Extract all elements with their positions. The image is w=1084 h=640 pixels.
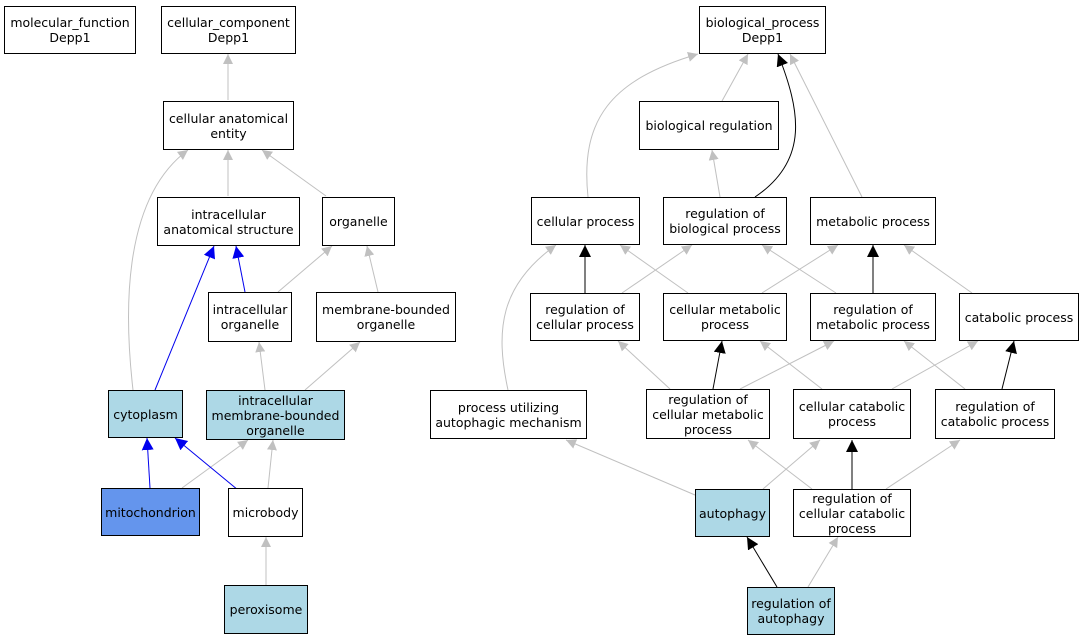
edge-mito-to-cytoplasm [141, 437, 154, 489]
node-process-utilizing-autophagic-mechanism[interactable]: process utilizing autophagic mechanism [430, 390, 587, 439]
edge-rmp-to-rbp [761, 244, 837, 294]
node-regulation-of-autophagy[interactable]: regulation of autophagy [747, 587, 835, 635]
node-regulation-of-biological-process[interactable]: regulation of biological process [663, 197, 787, 245]
node-regulation-of-metabolic-process[interactable]: regulation of metabolic process [810, 293, 936, 341]
node-cellular-metabolic-process[interactable]: cellular metabolic process [663, 293, 787, 341]
node-cellular-component[interactable]: cellular_component Depp1 [161, 6, 296, 54]
edge-microbody-to-cytoplasm [174, 437, 239, 491]
edge-ccp-to-cmp [759, 340, 823, 390]
edge-cytoplasm-to-cae [128, 149, 189, 391]
edge-autophagy-to-puam [565, 439, 696, 496]
node-membrane-bounded-organelle[interactable]: membrane-bounded organelle [316, 292, 456, 342]
edge-rcmp-to-cmp [712, 340, 726, 390]
edge-ra-to-rccp [807, 536, 839, 588]
node-biological-process[interactable]: biological_process Depp1 [699, 6, 826, 54]
node-intracellular-membrane-bounded-organelle[interactable]: intracellular membrane-bounded organelle [206, 390, 345, 440]
edge-ra-to-autophagy [746, 536, 778, 588]
node-organelle[interactable]: organelle [322, 197, 395, 246]
edge-imbo-to-io [255, 341, 266, 391]
edge-rcmp-to-rcp [617, 340, 671, 390]
edge-mp-to-bp [789, 53, 863, 198]
edge-rcmp-to-rmp [739, 340, 835, 390]
node-cytoplasm[interactable]: cytoplasm [108, 390, 183, 438]
edge-rccp-to-rcatp [885, 439, 961, 490]
node-mitochondrion[interactable]: mitochondrion [101, 488, 200, 536]
node-intracellular-anatomical-structure[interactable]: intracellular anatomical structure [157, 197, 300, 246]
node-regulation-of-cellular-metabolic-process[interactable]: regulation of cellular metabolic process [646, 389, 770, 439]
edge-organelle-to-cae [261, 149, 327, 197]
node-microbody[interactable]: microbody [228, 488, 303, 537]
edge-rbp-to-bp [754, 53, 797, 198]
edge-rcp-to-rbp [621, 244, 693, 294]
edge-rccp-to-rcmp [747, 439, 813, 490]
node-autophagy[interactable]: autophagy [695, 489, 770, 537]
edge-autophagy-to-ccp [762, 439, 821, 490]
edge-rcatp-to-rmp [903, 340, 966, 390]
node-regulation-of-cellular-catabolic-process[interactable]: regulation of cellular catabolic process [793, 489, 911, 537]
edge-mito-to-imbo [181, 439, 249, 489]
node-peroxisome[interactable]: peroxisome [224, 585, 308, 634]
edge-cmp-to-mp [761, 244, 839, 294]
edge-cp-to-bp [586, 52, 699, 198]
edge-br-to-bp [721, 53, 749, 102]
edge-catp-to-mp [903, 244, 973, 294]
edge-io-to-ias [232, 245, 246, 293]
edge-microbody-to-imbo [266, 439, 277, 489]
edge-io-to-organelle [277, 245, 333, 293]
node-intracellular-organelle[interactable]: intracellular organelle [208, 292, 292, 342]
edge-mbo-to-organelle [364, 245, 379, 293]
node-metabolic-process[interactable]: metabolic process [810, 197, 936, 245]
edge-puam-to-cp [501, 244, 557, 391]
node-cellular-catabolic-process[interactable]: cellular catabolic process [793, 389, 911, 439]
node-regulation-of-cellular-process[interactable]: regulation of cellular process [530, 293, 640, 341]
edge-cmp-to-cp [619, 244, 689, 294]
edge-rbp-to-br [708, 149, 721, 198]
edge-cytoplasm-to-ias [154, 245, 216, 391]
edge-rcatp-to-catp [1001, 340, 1017, 390]
node-catabolic-process[interactable]: catabolic process [959, 293, 1079, 341]
node-regulation-of-catabolic-process[interactable]: regulation of catabolic process [935, 389, 1055, 439]
node-cellular-process[interactable]: cellular process [531, 197, 640, 245]
node-molecular-function[interactable]: molecular_function Depp1 [4, 6, 136, 54]
node-biological-regulation[interactable]: biological regulation [639, 101, 779, 150]
edge-imbo-to-mbo [304, 341, 361, 391]
node-cellular-anatomical-entity[interactable]: cellular anatomical entity [163, 101, 294, 150]
